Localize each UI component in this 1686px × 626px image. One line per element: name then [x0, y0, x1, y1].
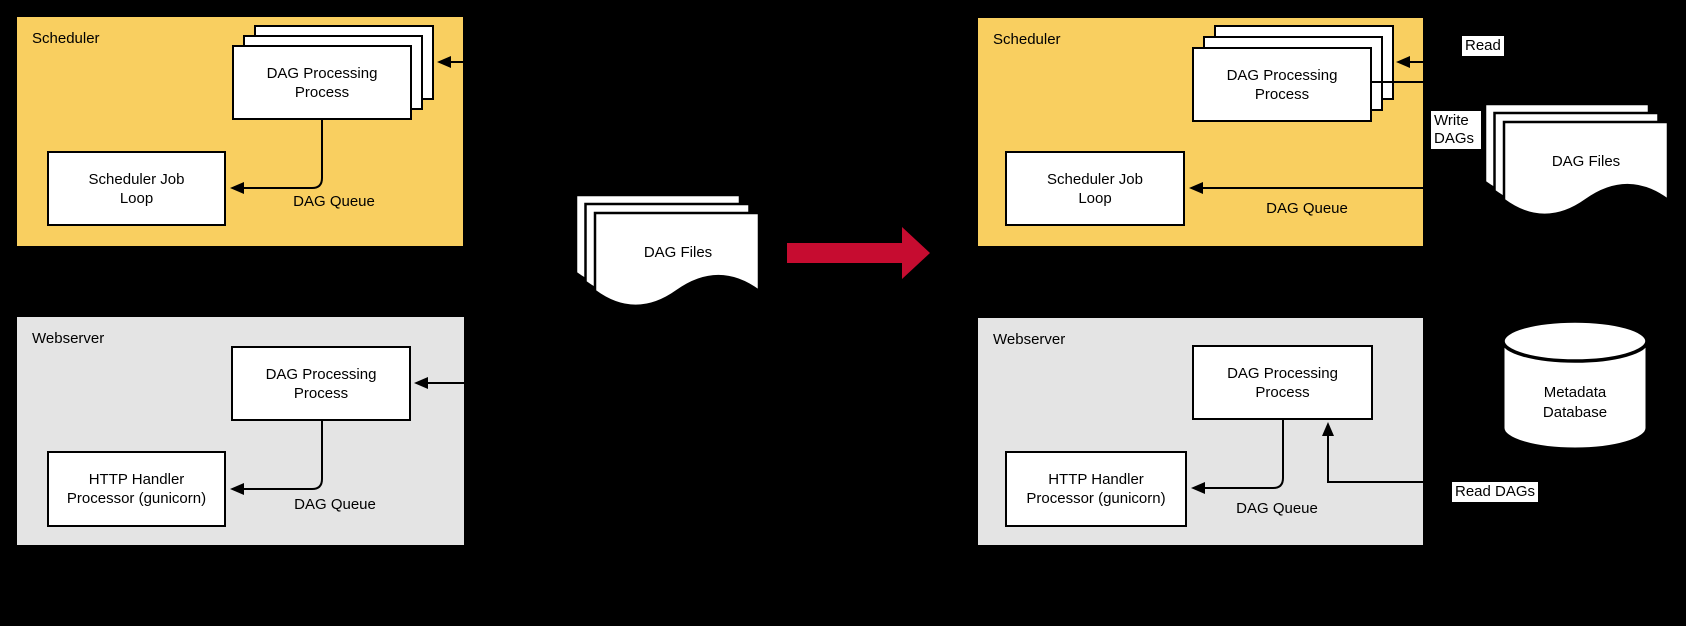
- after-scheduler-job-loop-node: Scheduler Job Loop: [1005, 151, 1185, 226]
- after-scheduler-dag-processing-label: DAG Processing Process: [1226, 66, 1338, 103]
- after-webserver-dag-processing-node: DAG Processing Process: [1192, 345, 1373, 420]
- read-chip: Read: [1462, 36, 1504, 56]
- metadata-database-icon: [1501, 319, 1649, 451]
- after-webserver-http-handler-node: HTTP Handler Processor (gunicorn): [1005, 451, 1187, 527]
- before-scheduler-dag-processing-label: DAG Processing Process: [266, 64, 378, 101]
- after-scheduler-title: Scheduler: [993, 31, 1061, 48]
- center-dag-files-label: DAG Files: [643, 244, 713, 261]
- after-scheduler-job-loop-label: Scheduler Job Loop: [1047, 170, 1143, 207]
- after-dag-files-stack-icon: [1483, 102, 1670, 217]
- write-dags-chip: Write DAGs: [1431, 111, 1481, 149]
- before-scheduler-job-loop-node: Scheduler Job Loop: [47, 151, 226, 226]
- before-scheduler-panel: Scheduler DAG Processing Process Schedul…: [15, 15, 465, 248]
- after-webserver-dag-processing-label: DAG Processing Process: [1227, 364, 1338, 401]
- before-webserver-http-handler-node: HTTP Handler Processor (gunicorn): [47, 451, 226, 527]
- before-webserver-http-handler-label: HTTP Handler Processor (gunicorn): [66, 471, 207, 507]
- before-webserver-title: Webserver: [32, 330, 105, 347]
- after-webserver-title: Webserver: [993, 331, 1066, 348]
- after-scheduler-panel: Scheduler DAG Processing Process Schedul…: [976, 16, 1425, 248]
- dag-files-stack-icon: [574, 193, 761, 308]
- metadata-database-label: Metadata Database: [1542, 384, 1608, 421]
- before-webserver-dag-queue-label: DAG Queue: [294, 496, 376, 513]
- before-scheduler-dag-processing-node: DAG Processing Process: [232, 45, 412, 120]
- before-webserver-dag-processing-label: DAG Processing Process: [265, 365, 377, 402]
- after-webserver-dag-queue-label: DAG Queue: [1236, 500, 1318, 517]
- before-webserver-panel: Webserver DAG Processing Process HTTP Ha…: [15, 315, 466, 547]
- before-scheduler-job-loop-label: Scheduler Job Loop: [88, 170, 185, 207]
- migration-red-arrow: [787, 227, 930, 279]
- before-webserver-dag-processing-node: DAG Processing Process: [231, 346, 411, 421]
- after-scheduler-dag-queue-label: DAG Queue: [1266, 200, 1348, 217]
- after-webserver-panel: Webserver DAG Processing Process HTTP Ha…: [976, 316, 1425, 547]
- before-scheduler-dag-queue-label: DAG Queue: [293, 193, 375, 210]
- after-dag-files-label: DAG Files: [1551, 153, 1621, 170]
- before-scheduler-title: Scheduler: [32, 30, 100, 47]
- after-scheduler-dag-processing-node: DAG Processing Process: [1192, 47, 1372, 122]
- after-webserver-http-handler-label: HTTP Handler Processor (gunicorn): [1026, 471, 1166, 507]
- read-dags-chip: Read DAGs: [1452, 482, 1539, 502]
